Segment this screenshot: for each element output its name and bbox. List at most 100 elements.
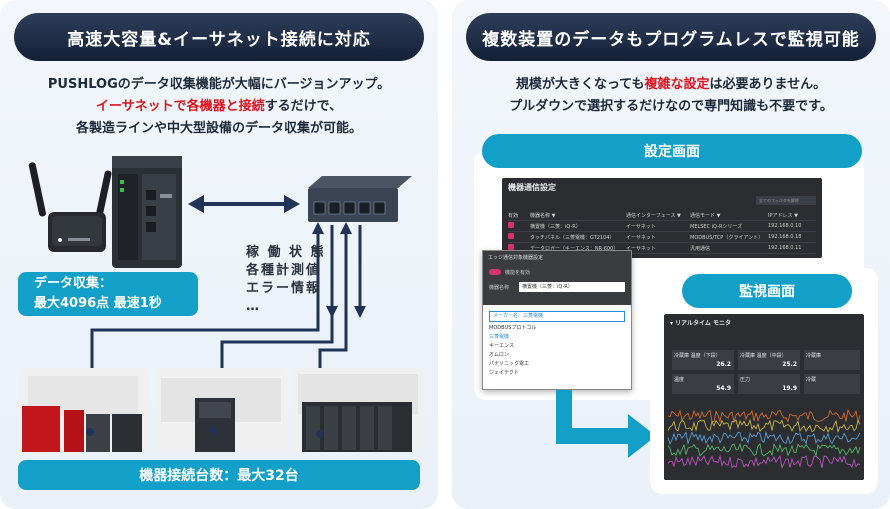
maker-option[interactable]: パナソニック電工 bbox=[489, 361, 530, 367]
network-diagram bbox=[28, 156, 412, 370]
left-desc-line1: PUSHLOGのデータ収集機能が大幅にバージョンアップ。 bbox=[47, 77, 391, 92]
left-desc-highlight: イーサネットで各機器と接続 bbox=[95, 99, 265, 114]
machine-image-1 bbox=[18, 368, 150, 452]
card-label: 温度 bbox=[674, 377, 685, 383]
right-panel: 複数装置のデータもプログラムレスで監視可能 規模が大きくなっても複雑な設定は必要… bbox=[452, 0, 890, 509]
cell-ip: 192.168.0.11 bbox=[768, 245, 802, 251]
settings-window: 機器通信設定 全てのフィルタを解除 有効 機器名称 ▼ 通信インターフェース ▼… bbox=[502, 178, 822, 258]
col-interface[interactable]: 通信インターフェース ▼ bbox=[626, 212, 681, 219]
table-row[interactable]: 横置機（三菱：iQ-R） イーサネット MELSEC iQ-Rシリーズ 192.… bbox=[508, 221, 816, 232]
settings-window-title: 機器通信設定 bbox=[508, 183, 556, 192]
cell-interface: イーサネット bbox=[626, 245, 656, 252]
maker-select[interactable]: メーカー名：三菱電機 bbox=[489, 311, 625, 322]
monitor-window: ▾ リアルタイム モニタ 冷蔵庫 温度（下段） 26.2 冷蔵庫 温度（中段） … bbox=[664, 314, 864, 480]
trend-series-line bbox=[667, 408, 861, 424]
checkbox-enabled[interactable] bbox=[508, 222, 514, 228]
realtime-trend-graph bbox=[664, 402, 864, 480]
flow-arrow-icon bbox=[556, 390, 656, 458]
device-count-bar: 機器接続台数：最大32台 bbox=[18, 460, 420, 490]
left-desc-line2-rest: するだけで、 bbox=[264, 99, 343, 114]
right-description: 規模が大きくなっても複雑な設定は必要ありません。 プルダウンで選択するだけなので… bbox=[452, 74, 890, 118]
maker-option-selected[interactable]: 三菱電機 bbox=[489, 334, 510, 340]
right-desc-line2: プルダウンで選択するだけなので専門知識も不要です。 bbox=[509, 99, 833, 114]
left-desc-line3: 各製造ラインや中大型設備のデータ収集が可能。 bbox=[75, 121, 362, 136]
left-desc-line2: イーサネットで各機器と接続するだけで、 bbox=[0, 96, 438, 118]
checkbox-enabled[interactable] bbox=[508, 233, 514, 239]
toggle-row: 機能を有効 bbox=[483, 265, 631, 279]
table-row[interactable]: データロガー（キーエンス：NR-600） イーサネット 汎用通信 192.168… bbox=[508, 243, 816, 254]
cell-ip: 192.168.0.10 bbox=[768, 223, 802, 229]
cell-device-name: タッチパネル（三菱電機：GT2104） bbox=[530, 234, 615, 241]
col-device-name[interactable]: 機器名称 ▼ bbox=[530, 212, 556, 219]
right-desc-line1-a: 規模が大きくなっても bbox=[515, 77, 645, 92]
chevron-down-icon[interactable]: ▾ bbox=[670, 320, 676, 327]
trend-series-line bbox=[667, 430, 861, 445]
device-name-field[interactable]: 横置機（三菱：iQ-R） bbox=[519, 282, 625, 292]
maker-options-list: MODBUSプロトコル 三菱電機 キーエンス オムロン パナソニック電工 ジェイ… bbox=[483, 324, 631, 378]
network-switch-icon bbox=[308, 176, 412, 222]
left-description: PUSHLOGのデータ収集機能が大幅にバージョンアップ。 イーサネットで各機器と… bbox=[0, 74, 438, 140]
trend-series-line bbox=[667, 442, 861, 457]
trend-series-line bbox=[667, 418, 861, 434]
toggle-label: 機能を有効 bbox=[505, 269, 531, 276]
cell-mode: MODBUS/TCP（クライアント） bbox=[690, 234, 764, 241]
col-ip[interactable]: IPアドレス ▼ bbox=[768, 212, 798, 219]
plc-compact-icon bbox=[155, 368, 287, 452]
monitor-card: 圧力 19.9 bbox=[738, 374, 800, 394]
cell-mode: MELSEC iQ-Rシリーズ bbox=[690, 223, 743, 230]
table-row[interactable]: タッチパネル（三菱電機：GT2104） イーサネット MODBUS/TCP（クラ… bbox=[508, 232, 816, 243]
status-list: 稼 働 状 態 各種計測値 エラー情報 … bbox=[246, 244, 326, 316]
maker-option[interactable]: MODBUSプロトコル bbox=[489, 325, 537, 331]
maker-option[interactable]: キーエンス bbox=[489, 343, 514, 349]
wireless-router-icon bbox=[28, 162, 112, 252]
edge-device-dialog: エッジ通信対象機器設定 機能を有効 機器名称 横置機（三菱：iQ-R） メーカー… bbox=[482, 250, 632, 390]
col-mode[interactable]: 通信モード ▼ bbox=[690, 212, 721, 219]
maker-option[interactable]: オムロン bbox=[489, 352, 509, 358]
monitor-card: 冷蔵庫 温度（下段） 26.2 bbox=[672, 350, 734, 370]
right-desc-line1-b: は必要ありません。 bbox=[709, 77, 827, 92]
pushlog-controller-icon bbox=[112, 156, 182, 268]
machine-image-3 bbox=[292, 368, 424, 452]
monitor-card: 冷蔵 bbox=[804, 374, 860, 394]
data-lines bbox=[316, 225, 362, 315]
maker-option[interactable]: ジェイテクト bbox=[489, 370, 519, 376]
card-label: 冷蔵 bbox=[806, 377, 817, 383]
card-label: 冷蔵庫 温度（下段） bbox=[674, 353, 721, 359]
data-collection-spec: 最大4096点 最速1秒 bbox=[34, 296, 162, 311]
monitor-card: 冷蔵庫 温度（中段） 25.2 bbox=[738, 350, 800, 370]
left-panel: 高速大容量&イーサネット接続に対応 PUSHLOGのデータ収集機能が大幅にバージ… bbox=[0, 0, 438, 509]
settings-table: 有効 機器名称 ▼ 通信インターフェース ▼ 通信モード ▼ IPアドレス ▼ … bbox=[508, 210, 816, 254]
card-value: 25.2 bbox=[782, 361, 797, 368]
monitor-title: ▾ リアルタイム モニタ bbox=[664, 314, 864, 331]
card-value: 54.9 bbox=[716, 385, 731, 392]
card-value: 26.2 bbox=[716, 361, 731, 368]
trend-series-line bbox=[667, 454, 861, 470]
enable-toggle[interactable] bbox=[489, 269, 501, 275]
status-line-errors: エラー情報 bbox=[246, 281, 322, 296]
dialog-title: エッジ通信対象機器設定 bbox=[483, 251, 631, 265]
bidirectional-arrow-icon bbox=[188, 195, 300, 213]
name-row: 機器名称 横置機（三菱：iQ-R） bbox=[483, 279, 631, 295]
checkbox-enabled[interactable] bbox=[508, 244, 514, 250]
plc-rack-icon bbox=[292, 368, 424, 452]
card-label: 冷蔵庫 bbox=[806, 353, 822, 359]
monitor-card: 温度 54.9 bbox=[672, 374, 734, 394]
card-value: 19.9 bbox=[782, 385, 797, 392]
cell-device-name: データロガー（キーエンス：NR-600） bbox=[530, 245, 619, 252]
cell-ip: 192.168.0.18 bbox=[768, 234, 802, 240]
right-desc-line1: 規模が大きくなっても複雑な設定は必要ありません。 bbox=[452, 74, 890, 96]
cell-mode: 汎用通信 bbox=[690, 245, 711, 252]
filter-reset-button[interactable]: 全てのフィルタを解除 bbox=[756, 196, 816, 205]
card-label: 冷蔵庫 温度（中段） bbox=[740, 353, 787, 359]
monitor-card: 冷蔵庫 bbox=[804, 350, 860, 370]
data-collection-box: データ収集： 最大4096点 最速1秒 bbox=[18, 272, 198, 316]
col-enabled: 有効 bbox=[508, 212, 519, 219]
settings-screen-tab: 設定画面 bbox=[482, 134, 862, 168]
table-header: 有効 機器名称 ▼ 通信インターフェース ▼ 通信モード ▼ IPアドレス ▼ bbox=[508, 210, 816, 221]
plc-mitsubishi-icon bbox=[18, 368, 150, 452]
cell-interface: イーサネット bbox=[626, 234, 656, 241]
data-collection-label: データ収集： bbox=[34, 276, 113, 291]
left-header: 高速大容量&イーサネット接続に対応 bbox=[14, 13, 424, 61]
cell-device-name: 横置機（三菱：iQ-R） bbox=[530, 223, 581, 230]
cell-interface: イーサネット bbox=[626, 223, 656, 230]
